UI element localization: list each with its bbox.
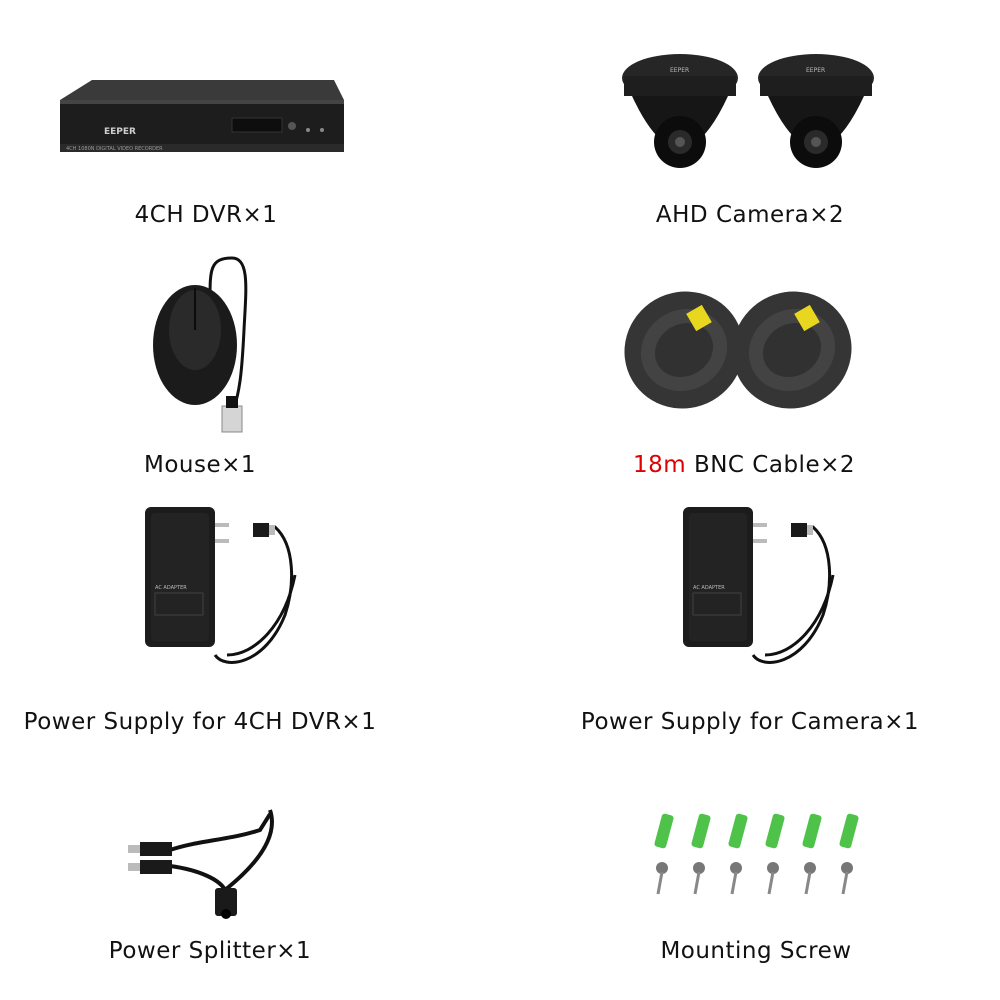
screw-shank [804, 871, 812, 895]
screw-head [767, 862, 779, 874]
mouse-caption: Mouse×1 [143, 452, 257, 478]
camera-left-brand: EEPER [670, 67, 689, 74]
screw-shank [841, 871, 849, 895]
cable-image [624, 291, 852, 409]
wall-anchor [765, 813, 785, 849]
screw-shank [767, 871, 775, 895]
dvr-image: EEPER 4CH 1080N DIGITAL VIDEO RECORDER [60, 80, 344, 152]
screws-caption: Mounting Screw [660, 938, 852, 964]
psu-camera-caption: Power Supply for Camera×1 [580, 709, 920, 735]
camera-right-brand: EEPER [806, 67, 825, 74]
cable-coil-left [624, 291, 744, 409]
screw-set [654, 813, 674, 895]
wall-anchor [691, 813, 711, 849]
wall-anchor [728, 813, 748, 849]
camera-right: EEPER [758, 54, 874, 168]
screw-head [804, 862, 816, 874]
screws-image [654, 813, 859, 895]
wall-anchor [839, 813, 859, 849]
psu-dvr-label: AC ADAPTER [155, 585, 187, 591]
camera-left: EEPER [622, 54, 738, 168]
screw-head [841, 862, 853, 874]
camera-caption: AHD Camera×2 [655, 202, 845, 228]
cable-length: 18m [632, 452, 687, 478]
screw-set [802, 813, 822, 895]
screw-set [839, 813, 859, 895]
screw-shank [693, 871, 701, 895]
screw-head [730, 862, 742, 874]
screw-set [691, 813, 711, 895]
psu-camera-image: AC ADAPTER [683, 507, 835, 664]
cable-caption: 18m BNC Cable×2 [494, 452, 994, 478]
screw-shank [656, 871, 664, 895]
screw-shank [730, 871, 738, 895]
screw-set [765, 813, 785, 895]
camera-image: EEPER EEPER [622, 54, 874, 168]
dvr-caption: 4CH DVR×1 [134, 202, 278, 228]
psu-dvr-image: AC ADAPTER [145, 507, 297, 664]
splitter-caption: Power Splitter×1 [108, 938, 312, 964]
wall-anchor [654, 813, 674, 849]
splitter-image [128, 809, 274, 919]
cable-caption-rest: BNC Cable×2 [686, 452, 856, 478]
psu-dvr-caption: Power Supply for 4CH DVR×1 [23, 709, 377, 735]
psu-camera-label: AC ADAPTER [693, 585, 725, 591]
screw-set [728, 813, 748, 895]
mouse-image [153, 256, 248, 433]
dvr-brand-text: EEPER [104, 127, 136, 137]
wall-anchor [802, 813, 822, 849]
screw-head [656, 862, 668, 874]
dvr-front-text: 4CH 1080N DIGITAL VIDEO RECORDER [66, 146, 163, 152]
screw-head [693, 862, 705, 874]
cable-coil-right [732, 291, 852, 409]
